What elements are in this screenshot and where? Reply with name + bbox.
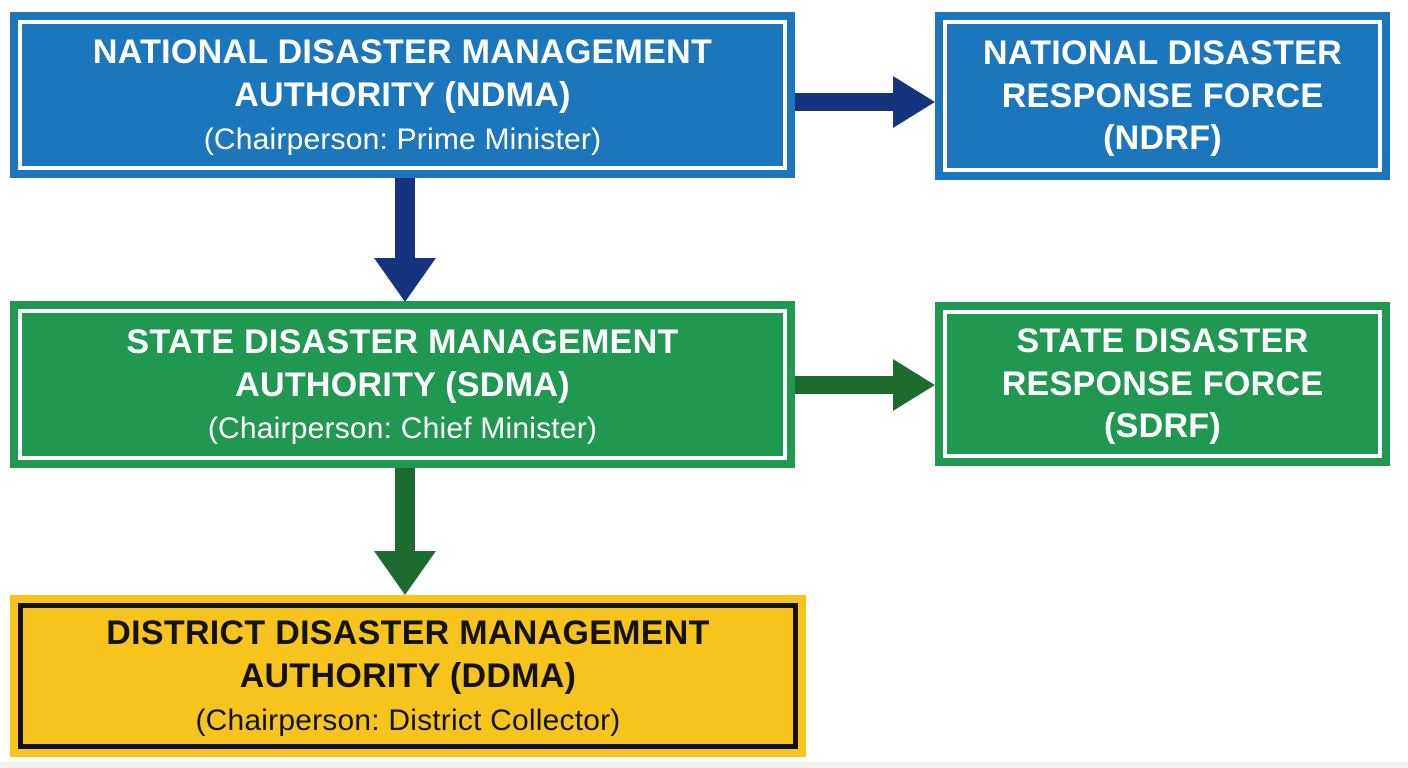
ndrf-title-line3: (NDRF) [1103,119,1222,158]
ndma-to-ndrf-arrow-icon [795,74,935,130]
node-ddma: DISTRICT DISASTER MANAGEMENT AUTHORITY (… [10,595,806,757]
sdma-title-line2: AUTHORITY (SDMA) [235,365,570,404]
sdma-title-line1: STATE DISASTER MANAGEMENT [126,322,679,361]
ndrf-title-line2: RESPONSE FORCE [1001,76,1324,115]
ddma-title-line1: DISTRICT DISASTER MANAGEMENT [106,614,710,653]
bottom-edge-artifact [0,762,1408,768]
node-sdma: STATE DISASTER MANAGEMENT AUTHORITY (SDM… [10,301,795,468]
sdma-subtitle: (Chairperson: Chief Minister) [207,412,598,446]
sdma-to-sdrf-arrow-icon [795,357,935,413]
node-sdrf: STATE DISASTER RESPONSE FORCE (SDRF) [935,302,1390,466]
ndrf-title-line1: NATIONAL DISASTER [983,33,1342,72]
ndma-title-line2: AUTHORITY (NDMA) [234,76,571,114]
sdrf-title-line1: STATE DISASTER [1016,321,1309,360]
ddma-subtitle: (Chairperson: District Collector) [195,703,621,737]
ndma-to-sdma-arrow-icon [373,178,437,302]
ndma-title: NATIONAL DISASTER MANAGEMENT AUTHORITY (… [93,31,712,117]
sdrf-title: STATE DISASTER RESPONSE FORCE (SDRF) [1002,320,1324,448]
node-ndma: NATIONAL DISASTER MANAGEMENT AUTHORITY (… [10,12,795,178]
ddma-title: DISTRICT DISASTER MANAGEMENT AUTHORITY (… [106,612,709,698]
ddma-title-line2: AUTHORITY (DDMA) [239,657,577,695]
node-ndrf: NATIONAL DISASTER RESPONSE FORCE (NDRF) [935,12,1390,180]
ndrf-title: NATIONAL DISASTER RESPONSE FORCE (NDRF) [983,32,1342,160]
ndma-subtitle: (Chairperson: Prime Minister) [203,122,602,156]
sdrf-title-line3: (SDRF) [1104,407,1221,446]
sdma-title: STATE DISASTER MANAGEMENT AUTHORITY (SDM… [126,321,678,407]
sdrf-title-line2: RESPONSE FORCE [1001,364,1324,403]
sdma-to-ddma-arrow-icon [373,468,437,595]
ndma-title-line1: NATIONAL DISASTER MANAGEMENT [92,33,713,72]
